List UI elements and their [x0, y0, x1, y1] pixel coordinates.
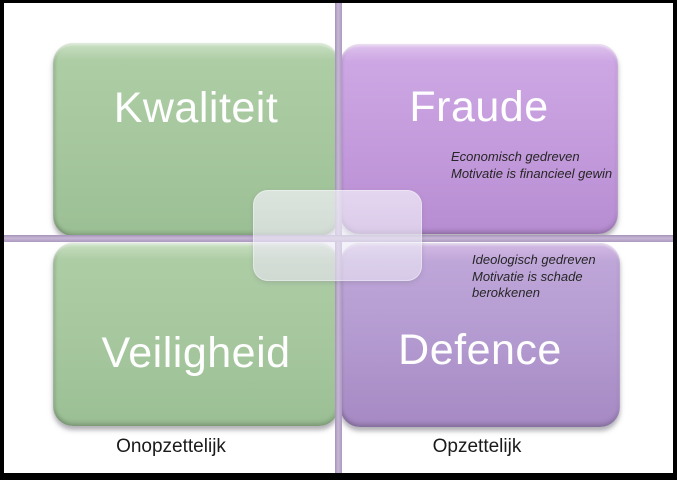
quadrant-fraude: Fraude Economisch gedreven Motivatie is …	[340, 44, 618, 234]
quadrant-veiligheid-label: Veiligheid	[101, 329, 291, 377]
quadrant-kwaliteit-label: Kwaliteit	[113, 84, 279, 132]
subtext-line: Motivatie is financieel gewin	[451, 165, 613, 181]
subtext-line: Ideologisch gedreven	[472, 252, 596, 267]
quadrant-kwaliteit: Kwaliteit	[53, 43, 339, 236]
subtext-line: Motivatie is schade	[472, 268, 583, 284]
center-highlight-overlay	[253, 190, 422, 281]
quadrant-defence-subtext: Ideologisch gedreven Motivatie is schade…	[472, 252, 596, 302]
quadrant-defence-label: Defence	[398, 326, 562, 374]
x-axis-label-opzettelijk: Opzettelijk	[432, 436, 522, 457]
subtext-line: berokkenen	[472, 285, 540, 300]
quadrant-fraude-label: Fraude	[409, 83, 549, 131]
quadrant-fraude-subtext: Economisch gedreven Motivatie is financi…	[451, 149, 612, 182]
subtext-line: Economisch gedreven	[451, 149, 580, 164]
x-axis-label-onopzettelijk: Onopzettelijk	[116, 436, 226, 457]
